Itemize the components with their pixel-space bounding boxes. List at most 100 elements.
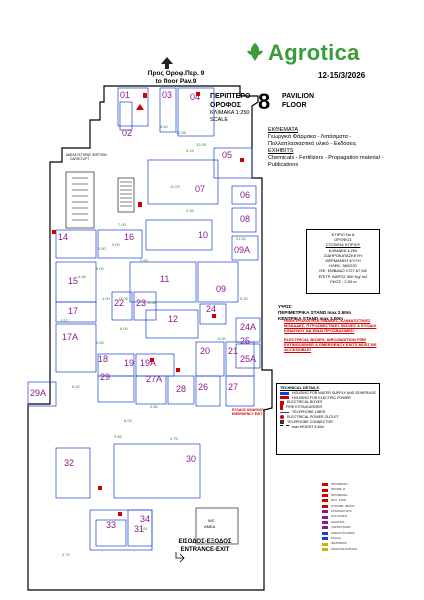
legend-label: ΥΔΡΟΣΤΟΜΙΟ xyxy=(331,525,351,530)
booth-07 xyxy=(147,159,219,205)
booth-02 xyxy=(119,101,133,131)
legend-row: ΠΡΟΣΒΑΣΗ xyxy=(322,482,398,487)
dimension: 5.50 xyxy=(96,340,105,345)
legend-row: ELECTRICAL POWER OUTLET xyxy=(280,415,376,420)
booth-number: 01 xyxy=(120,90,130,100)
booth-number: 20 xyxy=(200,346,210,356)
legend-row: TELEPHONE CONNECTOR xyxy=(280,420,376,425)
telephone-connector-icon xyxy=(280,420,284,425)
cargo-lift-label-gr: ΑΝΕΛΚΥΣΤΗΡΑΣ ΦΟΡΤΙΩΝ xyxy=(66,153,107,157)
booth-29A xyxy=(27,381,57,407)
cargo-lift-label-en: CARGO LIFT xyxy=(70,157,89,161)
booth-number: 33 xyxy=(106,520,116,530)
dimension: 4.50 xyxy=(150,404,159,409)
booth-23 xyxy=(133,291,157,321)
legend-row: ΠΡΟΣΒ. Π xyxy=(322,487,398,492)
legend-label: ΣΚΑΛΑ xyxy=(331,536,341,541)
booth-number: 02 xyxy=(122,128,132,138)
floor-en-line2: FLOOR xyxy=(282,102,307,109)
legend-row: max HEIGHT 3.00m xyxy=(280,425,376,430)
legend-symbol-icon xyxy=(322,521,328,525)
booth-08 xyxy=(231,207,257,233)
legend-symbol-icon xyxy=(322,537,328,541)
legend-row: ΣΚΑΛΑ xyxy=(322,536,398,541)
booth-number: 12 xyxy=(168,314,178,324)
brand-logo-text: Agrotica xyxy=(268,40,360,65)
legend-row: ELECTRICAL BOXES xyxy=(280,400,376,405)
legend-label: ELECTRICAL BOXES xyxy=(287,400,323,405)
booth-number: 31 xyxy=(134,524,144,534)
booth-number: 09 xyxy=(216,284,226,294)
legend-label: ΣΤΑΣΙΜΟΤΗΤΑ xyxy=(331,509,352,514)
water-icon xyxy=(280,391,289,395)
entrance-arrow-icon xyxy=(175,552,185,563)
agrotica-logo-icon xyxy=(244,41,266,63)
booth-number: 08 xyxy=(240,214,250,224)
legend-label: TELEPHONE CONNECTOR xyxy=(287,419,333,424)
info-line: ΣΙΔΗΡΟΚΑΤΑΣΚΕΥΗ xyxy=(323,252,363,258)
booth-11 xyxy=(129,261,197,303)
booth-number: 29 xyxy=(100,372,110,382)
booth-05 xyxy=(213,147,253,179)
booth-number: 28 xyxy=(176,384,186,394)
booth-27A xyxy=(135,375,167,405)
legend-label: ΑΝΟΙΓΜΑ xyxy=(331,519,345,524)
pavilion-number: 8 xyxy=(258,89,271,114)
legend-row: ΠΡΟΣΒΑΣΗ xyxy=(322,493,398,498)
booth-number: 26 xyxy=(198,382,208,392)
exhibits-title-gr: ΕΚΘΕΜΑΤΑ xyxy=(268,127,299,133)
dimension: 4.70 xyxy=(62,552,71,557)
booth-24 xyxy=(199,303,227,325)
info-line: ΚΛΙΜΑΚΑ 1:250 xyxy=(328,247,358,253)
booth-number: 29A xyxy=(30,388,46,398)
legend-row: TELEPHONE LINES xyxy=(280,410,376,415)
dimension: 3.52 xyxy=(60,318,69,323)
info-line: ΥΨΟΣ : 2.50 m xyxy=(329,278,357,284)
to-floor-gr: Προς Οροφ.Περ. 9 xyxy=(147,70,205,77)
building-info-box: ΚΤΙΡΙΟ Νο 8 ΟΡΟΦΟΣ ΣΤΟΙΧΕΙΑ ΚΤΙΡΙΟΥ ΚΛΙΜ… xyxy=(306,229,380,294)
wc-label: WC xyxy=(208,518,215,523)
wc-amea-label: ΑΜΕΑ xyxy=(204,524,216,529)
dimension: 3.50 xyxy=(140,258,149,263)
power-housing-icon xyxy=(280,396,289,400)
building-outline xyxy=(27,85,273,591)
power-outlet-icon xyxy=(280,415,284,420)
dimension: 8.00 xyxy=(120,326,129,331)
dimension: 6.52 xyxy=(72,384,81,389)
info-line: ΣΤΟΙΧΕΙΑ ΚΤΙΡΙΟΥ xyxy=(325,242,361,248)
legend-row: ΑΝΟΙΓΜΑ ΠΟΡΤΑΣ xyxy=(322,547,398,552)
emergency-exit-label: ΕΞΟΔΟΣ ΚΙΝΔΥΝΟΥ EMERGENCY EXIT xyxy=(232,408,264,416)
booth-number: 25A xyxy=(240,354,256,364)
booth-number: 05 xyxy=(222,150,232,160)
legend-row: ΑΝΟΙΓΜΑ xyxy=(322,520,398,525)
info-line: ΟΦ. ΕΜΒΑΔΟ 1727.67 M2 xyxy=(319,268,367,274)
height-note-title: ΥΨΟΣ: xyxy=(278,304,293,309)
booth-number: 24A xyxy=(240,322,256,332)
red-arrow-icon xyxy=(136,104,144,110)
event-date: 12-15/3/2026 xyxy=(318,71,366,80)
floor-title-en: PAVILION FLOOR xyxy=(282,92,314,110)
booth-number: 19 xyxy=(124,358,134,368)
booth-number: 18 xyxy=(98,354,108,364)
booth-number: 24 xyxy=(206,304,216,314)
legend-label: ΠΡΟΣΒΑΣΗ xyxy=(331,482,348,486)
booth-10 xyxy=(145,219,213,251)
booth-34 xyxy=(127,509,153,547)
floor-en-line1: PAVILION xyxy=(282,93,315,100)
legend-row: ΥΔΡΟΣΤΟΜΙΟ xyxy=(322,525,398,530)
booth-number: 23 xyxy=(136,298,146,308)
legend-symbol-icon xyxy=(322,548,328,552)
booth-22 xyxy=(111,291,133,321)
booth-01 xyxy=(117,87,149,127)
legend-row: ΠΥΡΟΣΒ. ΦΩΛΙΑ xyxy=(322,504,398,509)
entrance-label: ΕΙΣΟΔΟΣ-ΕΞΟΔΟΣ ENTRANCE-EXIT xyxy=(160,538,250,554)
booth-29 xyxy=(97,375,135,403)
legend-symbol-icon xyxy=(322,531,328,535)
legend-label: HOUSING FOR ELECTRIC POWER xyxy=(292,395,351,400)
booth-03 xyxy=(159,87,177,133)
dimension: 3.00 xyxy=(112,242,121,247)
legend-symbol-icon xyxy=(322,526,328,530)
booth-number: 27 xyxy=(228,382,238,392)
height-note: ΥΨΟΣ: ΠΕΡΙΜΕΤΡΙΚΑ STAND max 2.50m ΚΕΝΤΡΙ… xyxy=(278,304,398,322)
booth-number: 34 xyxy=(140,514,150,524)
